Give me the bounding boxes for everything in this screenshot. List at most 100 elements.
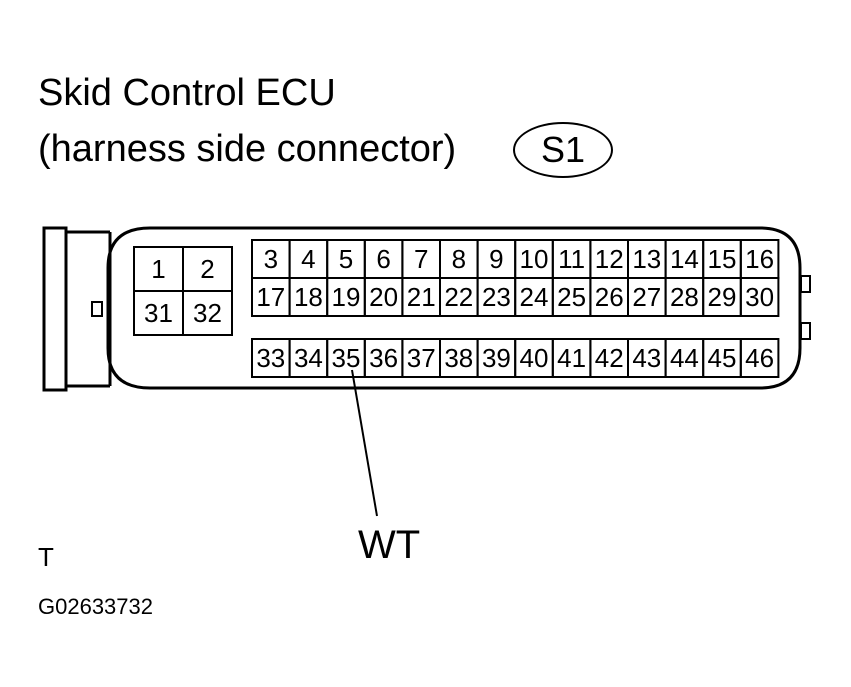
pin-3: 3 bbox=[251, 239, 291, 279]
pin-29: 29 bbox=[702, 277, 742, 317]
pin-43: 43 bbox=[627, 338, 667, 378]
pin-45: 45 bbox=[702, 338, 742, 378]
pin-32-cavity bbox=[182, 290, 233, 336]
connector-housing bbox=[42, 226, 811, 392]
pin-19-number: 19 bbox=[332, 282, 361, 312]
connector-subtitle: (harness side connector) bbox=[38, 128, 457, 170]
pin-35: 35 bbox=[326, 338, 366, 378]
pin-39-number: 39 bbox=[482, 343, 511, 373]
pin-33-number: 33 bbox=[256, 343, 285, 373]
pin-26-number: 26 bbox=[595, 282, 624, 312]
pin-40: 40 bbox=[514, 338, 554, 378]
pin-38-number: 38 bbox=[444, 343, 473, 373]
wire-label-wt: WT bbox=[358, 523, 421, 567]
pin-33: 33 bbox=[251, 338, 291, 378]
pin-12-number: 12 bbox=[595, 244, 624, 274]
pin-9: 9 bbox=[476, 239, 517, 279]
pin-7-number: 7 bbox=[414, 244, 428, 274]
pin-5: 5 bbox=[326, 239, 366, 279]
pin-15-number: 15 bbox=[708, 244, 737, 274]
pin-25-number: 25 bbox=[557, 282, 586, 312]
pin-6-number: 6 bbox=[376, 244, 390, 274]
footer-letter: T bbox=[38, 542, 54, 572]
pin-30: 30 bbox=[739, 277, 780, 317]
pin-28: 28 bbox=[664, 277, 705, 317]
pin-37-number: 37 bbox=[407, 343, 436, 373]
pin-23-number: 23 bbox=[482, 282, 511, 312]
pin-4: 4 bbox=[288, 239, 329, 279]
pin-34: 34 bbox=[288, 338, 329, 378]
figure-code: G02633732 bbox=[38, 594, 153, 619]
pin-40-number: 40 bbox=[520, 343, 549, 373]
pin-31: 31 bbox=[133, 290, 184, 336]
pin-9-number: 9 bbox=[489, 244, 503, 274]
pin-27-number: 27 bbox=[632, 282, 661, 312]
pin-30-cavity bbox=[739, 277, 780, 317]
pin-39: 39 bbox=[476, 338, 517, 378]
pin-19: 19 bbox=[326, 277, 366, 317]
pin-23: 23 bbox=[476, 277, 517, 317]
pin-18: 18 bbox=[288, 277, 329, 317]
pin-45-number: 45 bbox=[708, 343, 737, 373]
pin-10: 10 bbox=[514, 239, 554, 279]
pin-30-number: 30 bbox=[745, 282, 774, 312]
connector-code-badge: S1 bbox=[513, 122, 613, 178]
pin-21: 21 bbox=[401, 277, 441, 317]
callout-line bbox=[351, 369, 378, 517]
pin-14-number: 14 bbox=[670, 244, 699, 274]
pin-4-number: 4 bbox=[301, 244, 315, 274]
pin-3-number: 3 bbox=[264, 244, 278, 274]
pin-41-number: 41 bbox=[557, 343, 586, 373]
pin-29-number: 29 bbox=[708, 282, 737, 312]
pin-1-number: 1 bbox=[151, 254, 165, 284]
pin-41: 41 bbox=[551, 338, 592, 378]
pin-13: 13 bbox=[627, 239, 667, 279]
pin-44-number: 44 bbox=[670, 343, 699, 373]
pin-13-number: 13 bbox=[632, 244, 661, 274]
pin-14: 14 bbox=[664, 239, 705, 279]
pin-36: 36 bbox=[363, 338, 404, 378]
pin-17: 17 bbox=[251, 277, 291, 317]
pin-37: 37 bbox=[401, 338, 441, 378]
pin-24-number: 24 bbox=[520, 282, 549, 312]
pin-35-number: 35 bbox=[332, 343, 361, 373]
pin-5-number: 5 bbox=[339, 244, 353, 274]
pin-42-number: 42 bbox=[595, 343, 624, 373]
pin-18-number: 18 bbox=[294, 282, 323, 312]
pin-42: 42 bbox=[589, 338, 630, 378]
pin-8: 8 bbox=[439, 239, 479, 279]
pin-22-number: 22 bbox=[444, 282, 473, 312]
pin-27: 27 bbox=[627, 277, 667, 317]
pin-38: 38 bbox=[439, 338, 479, 378]
pin-22: 22 bbox=[439, 277, 479, 317]
pin-20: 20 bbox=[363, 277, 404, 317]
pin-28-number: 28 bbox=[670, 282, 699, 312]
pin-26: 26 bbox=[589, 277, 630, 317]
pin-6: 6 bbox=[363, 239, 404, 279]
pin-16: 16 bbox=[739, 239, 780, 279]
pin-25: 25 bbox=[551, 277, 592, 317]
pin-2: 2 bbox=[182, 246, 233, 292]
pin-11-number: 11 bbox=[558, 244, 585, 274]
pin-2-number: 2 bbox=[200, 254, 214, 284]
pin-43-number: 43 bbox=[632, 343, 661, 373]
pin-31-number: 31 bbox=[144, 298, 173, 328]
pin-15: 15 bbox=[702, 239, 742, 279]
pin-7: 7 bbox=[401, 239, 441, 279]
pin-32: 32 bbox=[182, 290, 233, 336]
pin-10-number: 10 bbox=[520, 244, 549, 274]
pin-24: 24 bbox=[514, 277, 554, 317]
pin-46-cavity bbox=[739, 338, 780, 378]
pin-1: 1 bbox=[133, 246, 184, 292]
pin-12: 12 bbox=[589, 239, 630, 279]
pin-36-number: 36 bbox=[369, 343, 398, 373]
pin-17-number: 17 bbox=[256, 282, 285, 312]
pin-34-number: 34 bbox=[294, 343, 323, 373]
ecu-title: Skid Control ECU bbox=[38, 72, 336, 114]
pin-32-number: 32 bbox=[193, 298, 222, 328]
pin-11: 11 bbox=[551, 239, 592, 279]
pin-46-number: 46 bbox=[745, 343, 774, 373]
pin-21-number: 21 bbox=[407, 282, 436, 312]
